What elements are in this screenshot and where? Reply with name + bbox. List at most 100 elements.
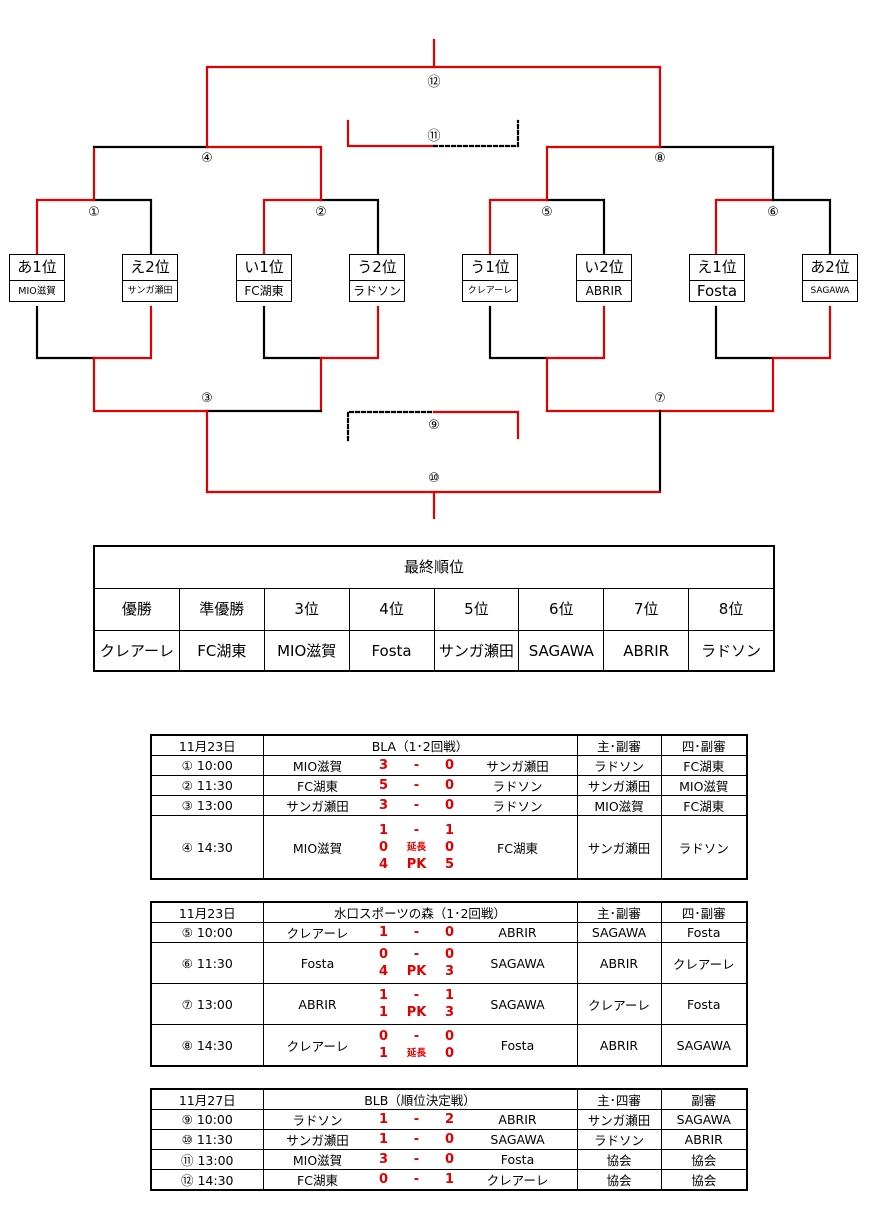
match-time: ③ 13:00 [150, 795, 264, 816]
bracket-line-m5-right [545, 198, 606, 255]
bracket-line-m1-right [92, 198, 153, 255]
score-a: 1 [378, 1046, 389, 1061]
score-b: 1 [444, 988, 455, 1003]
score-a: 0 [378, 947, 389, 962]
score: 1-0 [372, 924, 462, 941]
score-a: 3 [378, 798, 389, 813]
team-b: SAGAWA [490, 955, 545, 971]
standings-teams-row: クレアーレ FC湖東 MIO滋賀 Fosta サンガ瀬田 SAGAWA ABRI… [95, 630, 773, 672]
team-a: MIO滋賀 [292, 1153, 343, 1168]
team-a: MIO滋賀 [292, 759, 343, 774]
referee-1: ラドソン [576, 1129, 662, 1150]
schedule-venue: BLA（1･2回戦） [262, 734, 578, 756]
seed-rank: う1位 [463, 255, 517, 281]
standings-team: MIO滋賀 [263, 631, 349, 672]
score-b: 0 [444, 1046, 455, 1061]
match-number-5: ⑤ [541, 205, 553, 220]
seed-team: SAGAWA [810, 286, 850, 296]
score-separator: - [413, 988, 420, 1003]
standings-title: 最終順位 [95, 547, 773, 589]
seed-team: Fosta [696, 282, 738, 300]
seed-rank: あ1位 [10, 255, 64, 281]
score-a: 1 [378, 822, 389, 838]
team-b: ラドソン [492, 779, 543, 794]
schedule-date: 11月27日 [150, 1088, 264, 1110]
referee-header-2: 四･副審 [660, 901, 748, 923]
score-a: 0 [378, 839, 389, 855]
team-a: クレアーレ [286, 926, 349, 941]
team-b: サンガ瀬田 [486, 759, 549, 774]
score-b: 0 [444, 947, 455, 962]
referee-2: ラドソン [660, 815, 748, 880]
match-number-8: ⑧ [654, 151, 666, 166]
bracket-line-l5-left [488, 305, 549, 360]
match-time: ① 10:00 [150, 755, 264, 776]
schedule-date: 11月23日 [150, 901, 264, 923]
referee-2: MIO滋賀 [660, 775, 748, 796]
bracket-line-m9-left [346, 410, 436, 442]
match-time: ⑤ 10:00 [150, 922, 264, 943]
referee-2: 協会 [660, 1169, 748, 1191]
referee-header-2: 副審 [660, 1088, 748, 1110]
standings-position: 5位 [433, 589, 519, 630]
bracket-line-m1-left [35, 198, 96, 255]
score-a: 3 [378, 1152, 389, 1167]
match-time: ⑪ 13:00 [150, 1149, 264, 1170]
score-line: 0-1 [372, 1171, 462, 1188]
referee-2: SAGAWA [660, 1024, 748, 1067]
schedule-venue: 水口スポーツの森（1･2回戦） [262, 901, 578, 923]
score: 0-1 [372, 1171, 462, 1188]
bracket-line-m6-right [771, 198, 832, 255]
score-separator: - [413, 1029, 420, 1044]
referee-1: サンガ瀬田 [576, 775, 662, 796]
score-separator: - [413, 778, 420, 793]
score: 5-0 [372, 777, 462, 794]
match-number-11: ⑪ [427, 129, 441, 144]
standings-positions-row: 優勝 準優勝 3位 4位 5位 6位 7位 8位 [95, 589, 773, 630]
referee-1: 協会 [576, 1149, 662, 1170]
score-b: 1 [444, 822, 455, 838]
score-separator: - [413, 822, 420, 838]
seed-rank: え2位 [123, 255, 177, 281]
score-b: 0 [444, 758, 455, 773]
referee-2: SAGAWA [660, 1109, 748, 1130]
final-standings-table: 最終順位 優勝 準優勝 3位 4位 5位 6位 7位 8位 クレアーレ FC湖東… [93, 545, 775, 672]
standings-position: 3位 [263, 589, 349, 630]
team-a: サンガ瀬田 [286, 799, 349, 814]
seed-box: う1位 クレアーレ [462, 254, 518, 302]
team-a: サンガ瀬田 [286, 1133, 349, 1148]
match-time: ④ 14:30 [150, 815, 264, 880]
tournament-bracket [35, 38, 832, 520]
score-a: 1 [378, 988, 389, 1003]
seed-team: FC湖東 [244, 284, 284, 298]
score-line: 3-0 [372, 757, 462, 774]
score-separator: - [413, 1132, 420, 1147]
team-b: SAGAWA [490, 1132, 545, 1147]
referee-1: サンガ瀬田 [576, 1109, 662, 1130]
score-a: 4 [378, 856, 389, 872]
team-b: クレアーレ [486, 1173, 549, 1188]
score-b: 2 [444, 1112, 455, 1127]
standings-position: 8位 [688, 589, 773, 630]
score: 3-0 [372, 757, 462, 774]
standings-team: Fosta [348, 631, 434, 672]
score-separator: PK [406, 964, 427, 979]
referee-1: ラドソン [576, 755, 662, 776]
referee-2: ABRIR [660, 1129, 748, 1150]
bracket-line-m6-left [714, 198, 775, 255]
seed-rank: い2位 [577, 255, 631, 281]
team-a: FC湖東 [297, 779, 338, 794]
